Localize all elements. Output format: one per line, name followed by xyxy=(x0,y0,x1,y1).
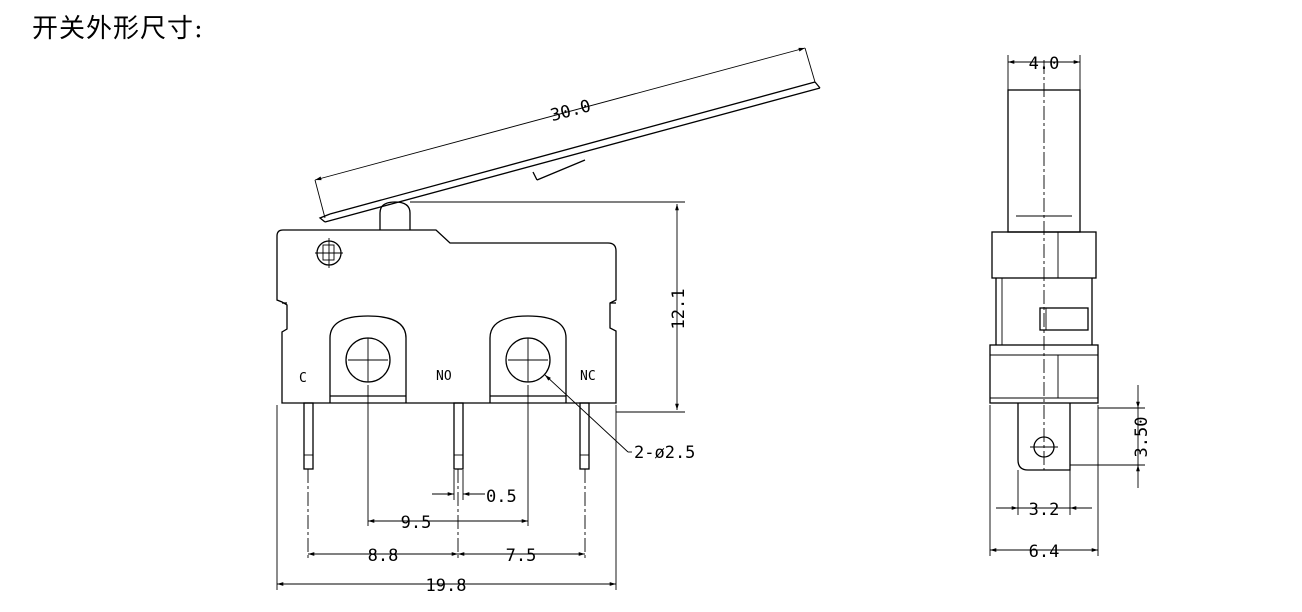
dim-label-body-length: 19.8 xyxy=(426,576,467,596)
terminal-label-no: NO xyxy=(436,369,452,384)
front-view: C NO NC 30.0 xyxy=(276,47,821,596)
side-tab xyxy=(1039,307,1089,331)
dim-pin-spacing: 8.8 7.5 xyxy=(308,546,585,566)
terminal-pins xyxy=(303,402,590,470)
dim-label-terminal-width: 3.2 xyxy=(1029,500,1060,520)
dim-label-actuator-width: 4.0 xyxy=(1029,54,1060,74)
page-title: 开关外形尺寸: xyxy=(32,14,204,44)
dim-label-pin-width: 0.5 xyxy=(486,487,517,507)
dim-label-terminal-length: 3.50 xyxy=(1132,417,1152,458)
dim-lever-length: 30.0 xyxy=(314,47,816,219)
switch-housing xyxy=(276,229,617,404)
dim-hole-diameter: 2-ø2.5 xyxy=(544,374,695,463)
dim-label-hole-spacing: 9.5 xyxy=(401,513,432,533)
dim-actuator-width: 4.0 xyxy=(1008,54,1080,74)
mounting-boss-left xyxy=(329,315,407,403)
dim-terminal-width: 3.2 xyxy=(996,500,1092,520)
side-view: 4.0 3.50 3.2 6.4 xyxy=(989,54,1152,562)
dim-label-body-width: 6.4 xyxy=(1029,542,1060,562)
plunger xyxy=(379,201,411,230)
dim-body-height: 12.1 xyxy=(669,203,689,410)
terminal-label-c: C xyxy=(299,371,307,386)
dim-pin-width: 0.5 xyxy=(432,487,517,507)
dim-label-pin-spacing-right: 7.5 xyxy=(506,546,537,566)
dim-body-length: 19.8 xyxy=(277,576,616,596)
dim-body-width: 6.4 xyxy=(990,542,1098,562)
pivot-pin xyxy=(315,238,343,268)
dim-label-body-height: 12.1 xyxy=(669,289,689,330)
side-terminal xyxy=(1017,403,1071,471)
dim-label-lever-length: 30.0 xyxy=(548,96,593,126)
dim-label-pin-spacing-left: 8.8 xyxy=(368,546,399,566)
dim-terminal-length: 3.50 xyxy=(1132,385,1152,488)
terminal-label-nc: NC xyxy=(580,369,596,384)
dim-label-hole-diameter: 2-ø2.5 xyxy=(634,443,695,463)
dim-hole-spacing: 9.5 xyxy=(368,513,528,533)
